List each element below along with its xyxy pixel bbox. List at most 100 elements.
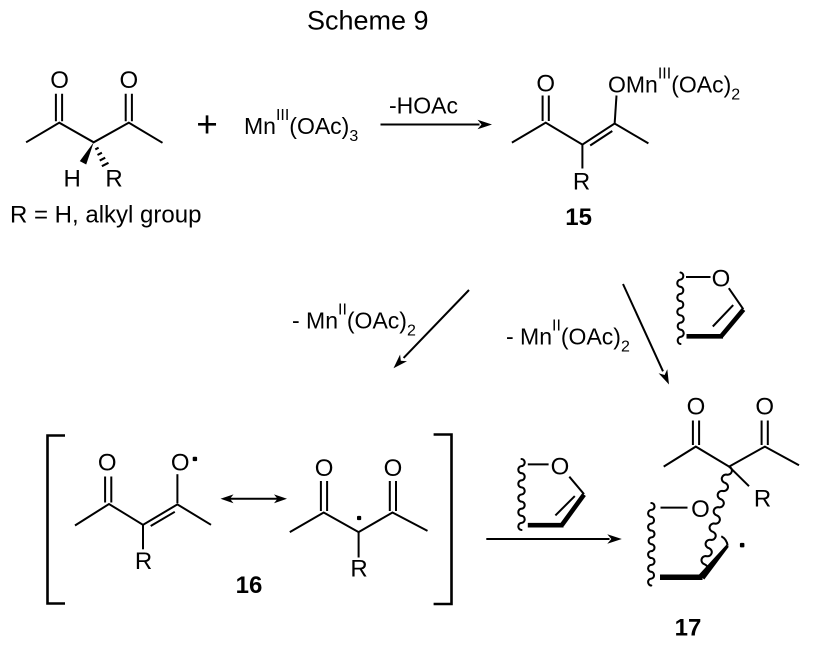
atom-oxygen: O bbox=[536, 70, 555, 97]
bond-double-inner bbox=[150, 510, 176, 527]
addition-arrow bbox=[486, 534, 622, 544]
compound-number-17: 17 bbox=[675, 614, 702, 641]
enol-ether-fragment-bottom: O bbox=[517, 454, 586, 532]
bond-o-c2-hook bbox=[720, 535, 729, 546]
elim-ligand: (OAc) bbox=[347, 308, 407, 334]
elim-count: 2 bbox=[621, 339, 630, 356]
oxidant-formula: MnIII(OAc)3 bbox=[244, 107, 358, 145]
bond-carbonyl-left bbox=[54, 93, 64, 122]
bond-c2-c3-bold bbox=[698, 544, 729, 580]
arrow-head-right bbox=[274, 494, 287, 504]
atom-oxygen: O bbox=[315, 455, 334, 482]
structure-16-carbon-radical: O O R bbox=[289, 455, 428, 583]
elimination-arrow-left: - MnII(OAc)2 bbox=[292, 289, 470, 369]
arrow-shaft bbox=[402, 289, 470, 359]
arrow-head bbox=[607, 534, 622, 544]
enol-ether-fragment-top: O bbox=[676, 266, 746, 346]
arrow-label-hoac: -HOAc bbox=[389, 93, 458, 119]
bond-carbonyl-right bbox=[388, 481, 397, 511]
resonance-brackets-16: O O R O O R 16 bbox=[46, 433, 453, 606]
bond-double-bold bbox=[560, 493, 586, 527]
bond-c-o-enolate bbox=[613, 95, 618, 123]
bond-carbonyl-right bbox=[760, 420, 769, 445]
atom-oxygen: O bbox=[687, 394, 706, 421]
atom-oxygen: O bbox=[384, 455, 403, 482]
atom-oxygen-radical: O bbox=[171, 450, 190, 477]
elimination-label-left: - MnII(OAc)2 bbox=[292, 302, 416, 340]
bond-double-inner bbox=[589, 130, 613, 147]
bond-double-inner bbox=[554, 495, 576, 517]
wavy-ring-edge bbox=[676, 271, 685, 346]
bond-double-bold bbox=[719, 308, 746, 338]
elim-oxidation-state: II bbox=[338, 302, 347, 319]
plus-sign: + bbox=[196, 104, 218, 145]
atom-oxygen: O bbox=[98, 450, 117, 477]
enol-manganese-label: OMnIII(OAc)2 bbox=[608, 66, 740, 104]
atom-r-group: R bbox=[135, 548, 152, 575]
oxidant-ligand: (OAc) bbox=[289, 113, 349, 139]
atom-r-group: R bbox=[105, 165, 122, 192]
arrow-head bbox=[477, 119, 492, 130]
bond-skeleton bbox=[289, 511, 428, 534]
elimination-label-right: - MnII(OAc)2 bbox=[506, 318, 630, 356]
structure-15: O R OMnIII(OAc)2 15 bbox=[511, 66, 740, 231]
atom-oxygen: O bbox=[50, 67, 69, 94]
elim-prefix: - Mn bbox=[292, 308, 338, 334]
atom-oxygen: O bbox=[551, 454, 570, 481]
radical-dot bbox=[192, 456, 198, 462]
bracket-right bbox=[433, 433, 453, 606]
elim-ligand: (OAc) bbox=[561, 324, 621, 350]
reaction-arrow-1: -HOAc bbox=[380, 93, 492, 130]
arrow-head bbox=[393, 354, 407, 369]
elim-oxidation-state: II bbox=[552, 318, 561, 335]
r-definition-note: R = H, alkyl group bbox=[10, 202, 201, 229]
bond-carbonyl bbox=[541, 95, 550, 121]
bond-hash-r bbox=[94, 146, 109, 168]
bond-o-c2 bbox=[727, 287, 745, 310]
bond-double-inner bbox=[712, 304, 734, 328]
atom-r-group: R bbox=[573, 169, 590, 196]
atom-oxygen: O bbox=[119, 67, 138, 94]
bond-carbonyl bbox=[104, 476, 113, 503]
bond-carbonyl-right bbox=[124, 93, 133, 122]
enolate-base: OMn bbox=[608, 72, 658, 98]
bond-skeleton bbox=[663, 445, 800, 468]
bond-o-c2 bbox=[568, 476, 585, 495]
atom-hydrogen: H bbox=[64, 165, 81, 192]
radical-dot bbox=[739, 542, 745, 548]
elim-prefix: - Mn bbox=[506, 324, 552, 350]
structure-diketone-substrate: O O H R bbox=[25, 67, 164, 192]
bond-carbonyl-left bbox=[319, 481, 329, 511]
atom-oxygen: O bbox=[755, 394, 774, 421]
resonance-arrow bbox=[220, 494, 287, 504]
wavy-bond-new bbox=[700, 465, 733, 574]
elimination-arrow-right: - MnII(OAc)2 bbox=[506, 283, 669, 385]
enolate-oxidation-state: III bbox=[658, 66, 671, 83]
oxidant-base: Mn bbox=[244, 113, 276, 139]
atom-r-group: R bbox=[350, 556, 367, 583]
wavy-ring-edge bbox=[517, 457, 526, 532]
arrow-shaft bbox=[622, 283, 664, 372]
enolate-count: 2 bbox=[731, 87, 740, 104]
bond-skeleton bbox=[74, 502, 212, 527]
oxidant-oxidation-state: III bbox=[276, 107, 289, 124]
radical-dot bbox=[357, 515, 362, 521]
bond-skeleton bbox=[511, 121, 649, 146]
oxidant-count: 3 bbox=[349, 128, 358, 145]
arrow-head-left bbox=[220, 494, 234, 504]
compound-number-16: 16 bbox=[236, 572, 263, 599]
scheme-title: Scheme 9 bbox=[307, 6, 429, 36]
bond-carbonyl-left bbox=[691, 420, 701, 445]
atom-r-group: R bbox=[754, 485, 771, 512]
structure-16-enoxy-radical: O O R bbox=[74, 450, 212, 575]
ring-17: O bbox=[647, 496, 745, 587]
bond-wedge-h bbox=[79, 142, 94, 165]
atom-oxygen: O bbox=[691, 496, 710, 523]
compound-number-15: 15 bbox=[565, 204, 592, 231]
bond-skeleton bbox=[25, 121, 164, 144]
elim-count: 2 bbox=[407, 323, 416, 340]
bracket-left bbox=[46, 434, 65, 605]
arrow-head bbox=[658, 369, 669, 385]
enolate-ligand: (OAc) bbox=[671, 72, 731, 98]
